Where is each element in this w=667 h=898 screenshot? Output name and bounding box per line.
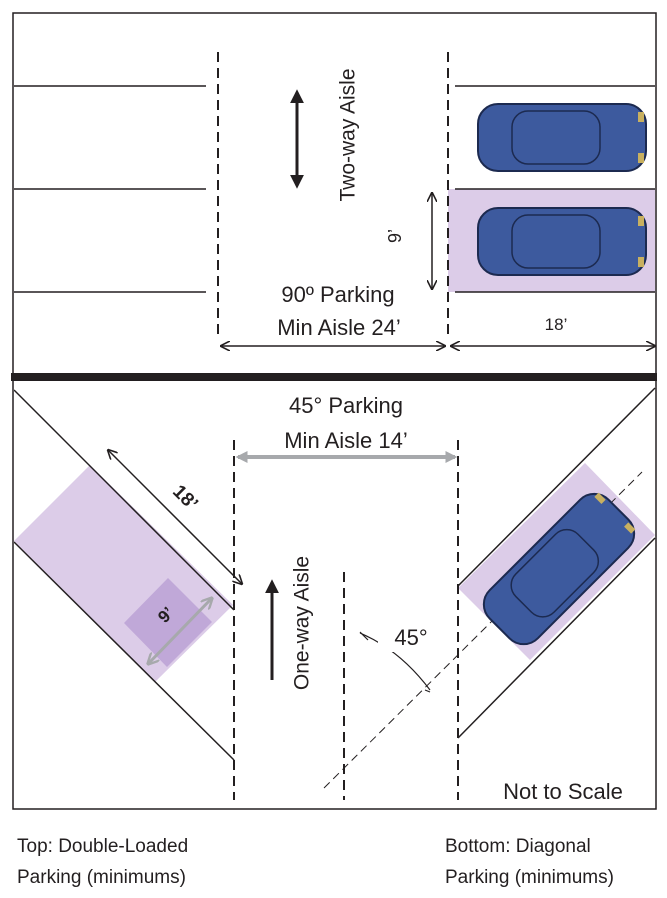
stall-depth-label-90: 18’ (545, 315, 568, 334)
bottom-panel-frame (12, 379, 657, 810)
car-icon (477, 207, 647, 276)
angle-reference-line (323, 471, 643, 789)
caption-bottom: Bottom: Diagonal Parking (minimums) (445, 831, 614, 893)
caption-top-line2: Parking (minimums) (17, 867, 186, 888)
car-icon (482, 492, 636, 646)
top-panel-90-degree: Two-way Aisle 9’ 90º Parking Min Aisle 2… (12, 12, 657, 379)
stall-depth-dimension-45 (108, 450, 242, 584)
right-stall-lines (455, 85, 655, 293)
angle-arc-tick-icon (424, 689, 431, 693)
caption-bottom-line2: Parking (minimums) (445, 867, 614, 888)
right-diagonal-stall-lines (457, 387, 656, 739)
bottom-panel-45-degree: 45° Parking Min Aisle 14’ 18’ 9’ One-way… (12, 379, 657, 810)
angle-arc (359, 632, 431, 691)
caption-top: Top: Double-Loaded Parking (minimums) (17, 831, 188, 893)
title-45-line1: 45° Parking (289, 393, 403, 418)
caption-bottom-line1: Bottom: Diagonal (445, 836, 591, 857)
stall-depth-label-45: 18’ (168, 481, 202, 515)
stall-width-dimension-45 (148, 598, 212, 664)
stall-width-label-90: 9’ (385, 229, 405, 243)
aisle-edge-lines-90 (217, 52, 449, 340)
angle-arc-tick-icon (359, 631, 369, 641)
title-45-line2: Min Aisle 14’ (284, 428, 408, 453)
scale-note: Not to Scale (503, 779, 623, 804)
title-90-line2: Min Aisle 24’ (277, 315, 401, 340)
car-icon (477, 103, 647, 172)
one-way-aisle-label: One-way Aisle (291, 556, 314, 690)
caption-top-line1: Top: Double-Loaded (17, 836, 189, 857)
title-90-line1: 90º Parking (281, 282, 394, 307)
two-way-aisle-label: Two-way Aisle (337, 68, 360, 201)
panel-divider (11, 373, 657, 381)
left-stall-lines (14, 85, 206, 293)
aisle-edge-lines-45 (233, 440, 459, 800)
angle-label: 45° (394, 625, 427, 650)
